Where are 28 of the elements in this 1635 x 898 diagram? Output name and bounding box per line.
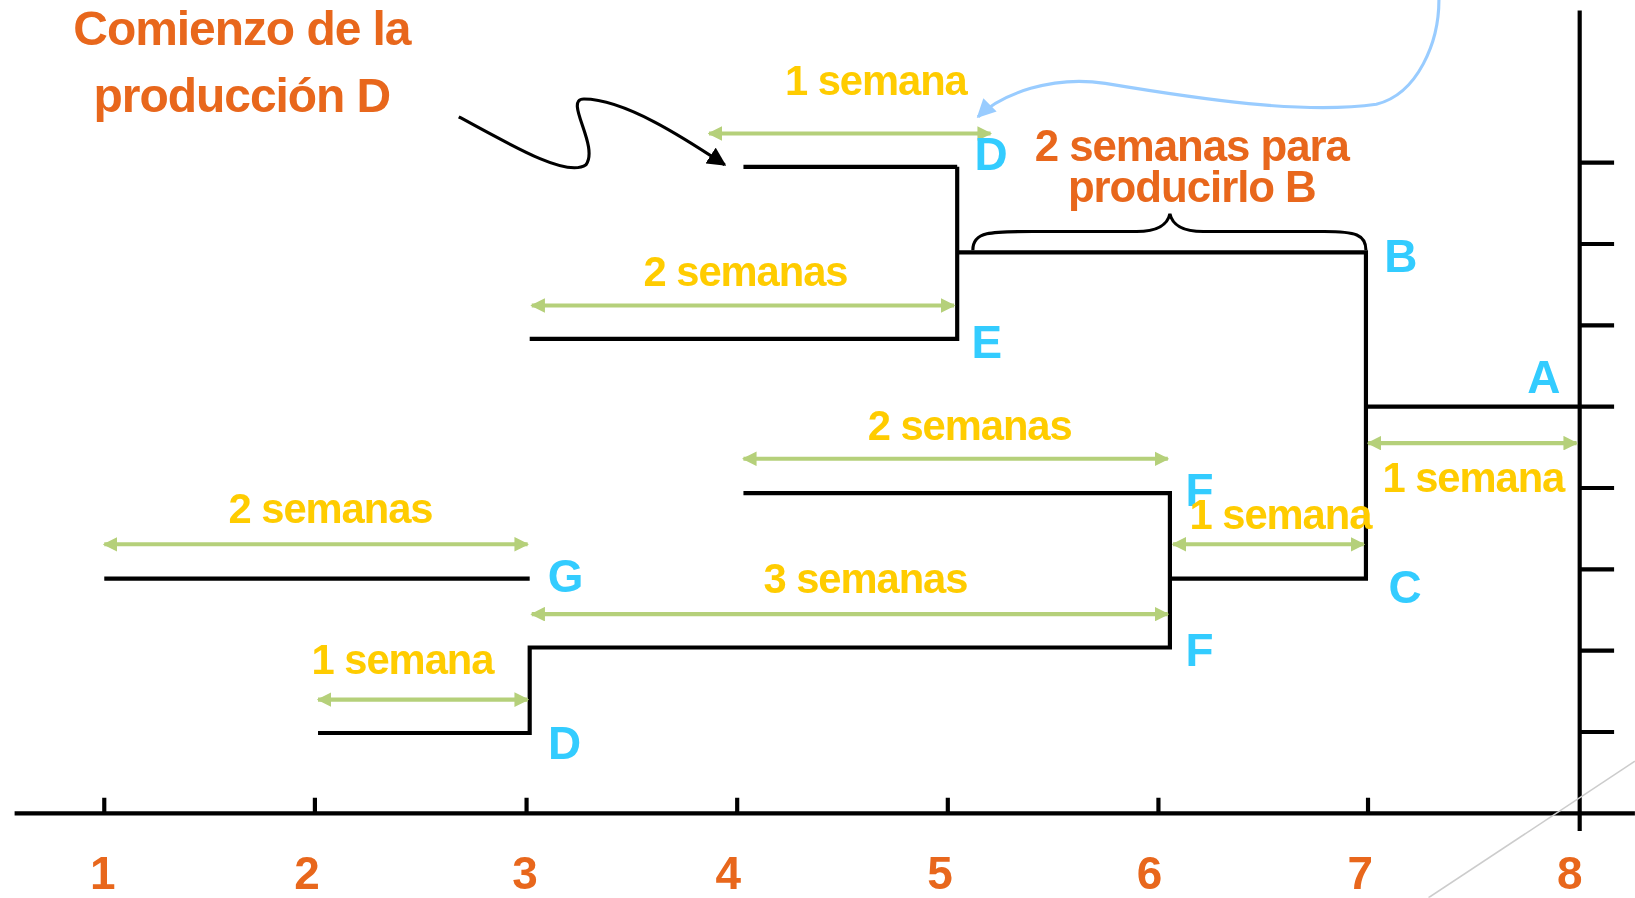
duration-label: 1 semana (1382, 456, 1565, 499)
component-letter: D (974, 131, 1007, 178)
axis-number: 7 (1347, 850, 1372, 897)
annotation-text: Comienzo de la producción D (43, 0, 440, 130)
axis-number: 4 (715, 850, 741, 897)
axis-number: 8 (1557, 850, 1582, 897)
component-letter: F (1185, 627, 1213, 674)
axis-number: 1 (89, 850, 115, 897)
component-letter: G (547, 553, 583, 600)
component-letter: D (548, 720, 581, 767)
annotation-text: 2 semanas para producirlo B (1033, 125, 1351, 209)
duration-label: 1 semana (784, 59, 967, 102)
duration-label: 1 semana (311, 638, 494, 680)
component-bar (743, 164, 958, 169)
axis-number: 2 (294, 850, 319, 897)
duration-label: 2 semanas (643, 250, 848, 292)
component-letter: C (1388, 564, 1421, 610)
leader-line (458, 97, 727, 170)
duration-label: 3 semanas (763, 557, 968, 600)
axis-number: 6 (1136, 850, 1162, 897)
axis-number: 5 (927, 850, 952, 897)
component-letter: A (1527, 354, 1560, 401)
arrow (976, 0, 1441, 119)
duration-label: 2 semanas (228, 488, 433, 530)
axis-number: 3 (512, 850, 537, 897)
duration-label: 2 semanas (867, 404, 1072, 447)
component-letter: E (971, 319, 1002, 365)
component-letter: B (1384, 233, 1417, 280)
